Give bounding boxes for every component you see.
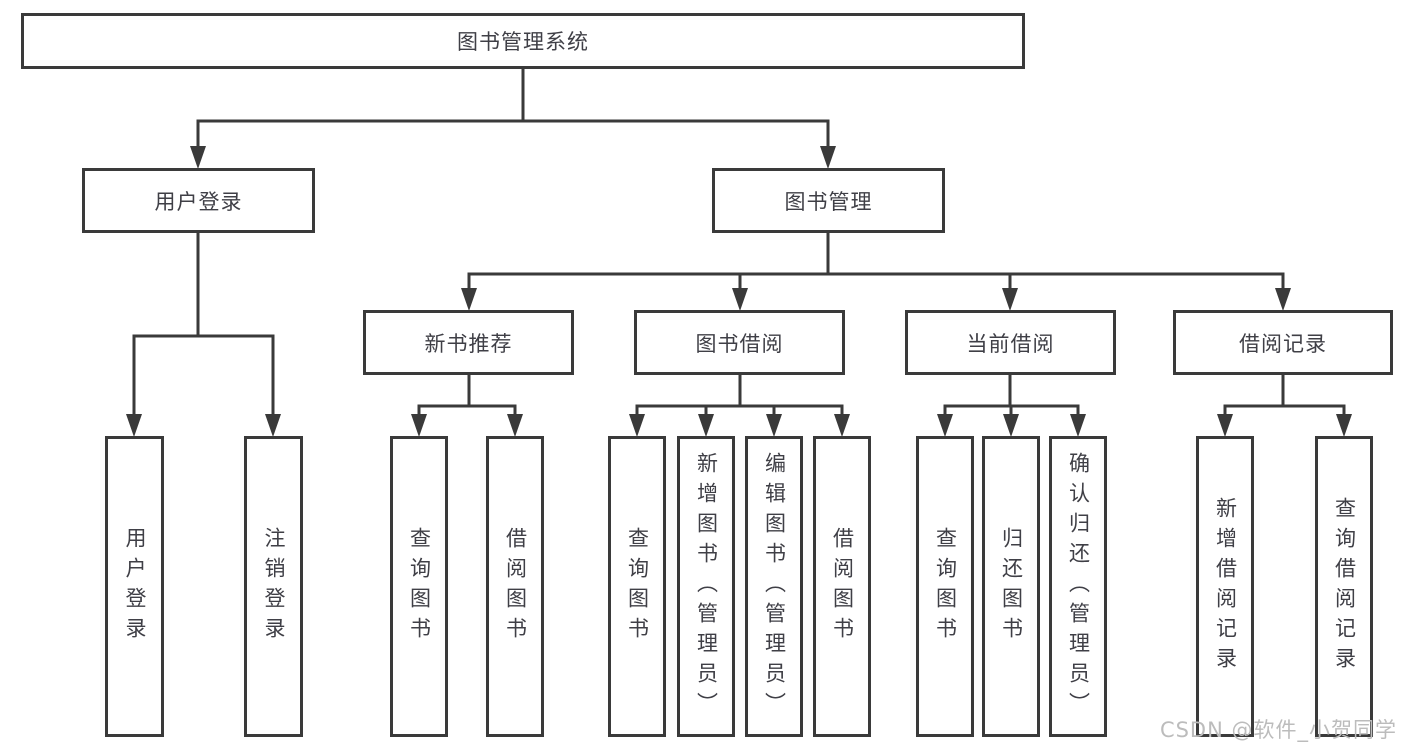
node-label: 图书管理系统 xyxy=(457,30,589,54)
leaf-current-query-books: 查询图书 xyxy=(916,436,974,737)
node-label: 用户登录 xyxy=(123,526,147,647)
node-label: 借阅图书 xyxy=(503,526,528,647)
node-borrowing-records: 借阅记录 xyxy=(1173,310,1393,375)
leaf-borrow-query-books: 查询图书 xyxy=(608,436,666,737)
leaf-query-borrow-record: 查询借阅记录 xyxy=(1315,436,1373,737)
node-current-borrowing: 当前借阅 xyxy=(905,310,1116,375)
leaf-add-borrow-record: 新增借阅记录 xyxy=(1196,436,1254,737)
node-root-system: 图书管理系统 xyxy=(21,13,1025,69)
leaf-edit-books-admin: 编辑图书（管理员） xyxy=(745,436,803,737)
leaf-return-books: 归还图书 xyxy=(982,436,1040,737)
node-user-login: 用户登录 xyxy=(82,168,315,233)
node-label: 查询图书 xyxy=(407,526,432,647)
node-book-management: 图书管理 xyxy=(712,168,945,233)
leaf-logout: 注销登录 xyxy=(244,436,303,737)
csdn-watermark: CSDN @软件_小贺同学 xyxy=(1159,718,1397,742)
node-label: 图书借阅 xyxy=(695,331,784,356)
leaf-add-books-admin: 新增图书（管理员） xyxy=(677,436,735,737)
node-label: 当前借阅 xyxy=(966,331,1055,356)
node-label: 查询图书 xyxy=(625,526,650,647)
node-label: 新增图书（管理员） xyxy=(694,451,719,722)
leaf-user-login: 用户登录 xyxy=(105,436,164,737)
node-label: 注销登录 xyxy=(262,526,286,647)
node-new-book-recommend: 新书推荐 xyxy=(363,310,574,375)
node-label: 图书管理 xyxy=(784,189,873,214)
node-label: 编辑图书（管理员） xyxy=(762,451,787,722)
leaf-borrow-books: 借阅图书 xyxy=(813,436,871,737)
node-book-borrowing: 图书借阅 xyxy=(634,310,845,375)
node-label: 借阅图书 xyxy=(830,526,855,647)
leaf-newbook-borrow-books: 借阅图书 xyxy=(486,436,544,737)
node-label: 新书推荐 xyxy=(424,331,513,356)
node-label: 新增借阅记录 xyxy=(1213,496,1238,677)
leaf-confirm-return-admin: 确认归还（管理员） xyxy=(1049,436,1107,737)
node-label: 归还图书 xyxy=(999,526,1024,647)
node-label: 确认归还（管理员） xyxy=(1066,451,1091,722)
node-label: 查询借阅记录 xyxy=(1332,496,1357,677)
node-label: 查询图书 xyxy=(933,526,958,647)
node-label: 用户登录 xyxy=(154,189,243,214)
leaf-newbook-query-books: 查询图书 xyxy=(390,436,448,737)
node-label: 借阅记录 xyxy=(1239,331,1327,356)
